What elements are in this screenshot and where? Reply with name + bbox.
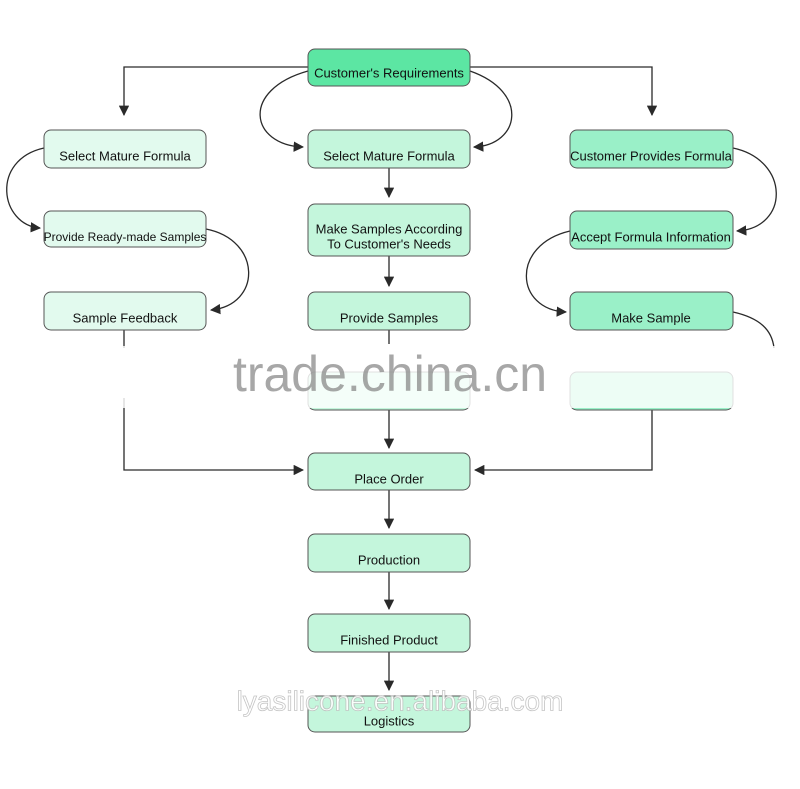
- svg-text:Customer's Requirements: Customer's Requirements: [314, 65, 464, 80]
- watermark-trade-china: trade.china.cn: [233, 346, 547, 402]
- node-select-mature-formula-left: Select Mature Formula: [43, 129, 207, 169]
- node-sample-feedback: Sample Feedback: [43, 291, 207, 331]
- edge-provides-formula-to-accept: [732, 147, 777, 236]
- edge-right-to-place-order: [473, 410, 653, 476]
- svg-text:To Customer's Needs: To Customer's Needs: [327, 236, 451, 251]
- node-provide-samples: Provide Samples: [307, 291, 471, 331]
- edge-feedback-to-place-order: [123, 330, 303, 470]
- svg-text:Production: Production: [358, 552, 420, 567]
- node-logistics: Logistics: [307, 695, 471, 733]
- node-make-sample: Make Sample: [569, 291, 734, 331]
- node-customer-requirements: Customer's Requirements: [307, 48, 471, 87]
- svg-text:Customer Provides Formula: Customer Provides Formula: [570, 148, 733, 163]
- node-customer-provides-formula: Customer Provides Formula: [569, 129, 734, 169]
- svg-text:Select Mature Formula: Select Mature Formula: [59, 148, 191, 163]
- svg-text:Make Sample: Make Sample: [611, 310, 690, 325]
- svg-text:Finished Product: Finished Product: [340, 632, 438, 647]
- svg-text:Provide Samples: Provide Samples: [340, 310, 439, 325]
- svg-text:Select Mature Formula: Select Mature Formula: [323, 148, 455, 163]
- watermark-band: [110, 346, 800, 408]
- node-select-mature-formula-center: Select Mature Formula: [307, 129, 471, 169]
- edge-ready-samples-to-feedback: [205, 228, 250, 315]
- node-accept-formula-information: Accept Formula Information: [569, 210, 734, 250]
- svg-text:Accept Formula Information: Accept Formula Information: [571, 229, 731, 244]
- node-provide-ready-made-samples: Provide Ready-made Samples: [43, 210, 207, 248]
- svg-text:Logistics: Logistics: [364, 713, 415, 728]
- svg-text:Sample Feedback: Sample Feedback: [73, 310, 178, 325]
- node-make-samples-according: Make Samples According To Customer's Nee…: [307, 203, 471, 257]
- edge-req-to-center-formula-right-curve: [469, 70, 513, 152]
- edge-make-sample-out: [732, 311, 775, 349]
- edge-req-to-right-formula: [470, 66, 658, 117]
- edge-req-to-center-formula-left-curve: [259, 70, 309, 152]
- svg-text:Place Order: Place Order: [354, 471, 424, 486]
- svg-text:Provide Ready-made Samples: Provide Ready-made Samples: [44, 230, 207, 244]
- edges: [6, 66, 777, 692]
- node-finished-product: Finished Product: [307, 613, 471, 653]
- edge-left-formula-to-ready-samples: [6, 147, 45, 233]
- watermark-lyasilicone: lyasilicone.en.alibaba.com: [237, 685, 564, 716]
- edge-req-to-left-formula: [118, 66, 308, 117]
- node-production: Production: [307, 533, 471, 573]
- edge-accept-to-make-sample: [525, 230, 571, 317]
- svg-text:Make Samples According: Make Samples According: [316, 221, 463, 236]
- node-place-order: Place Order: [307, 452, 471, 491]
